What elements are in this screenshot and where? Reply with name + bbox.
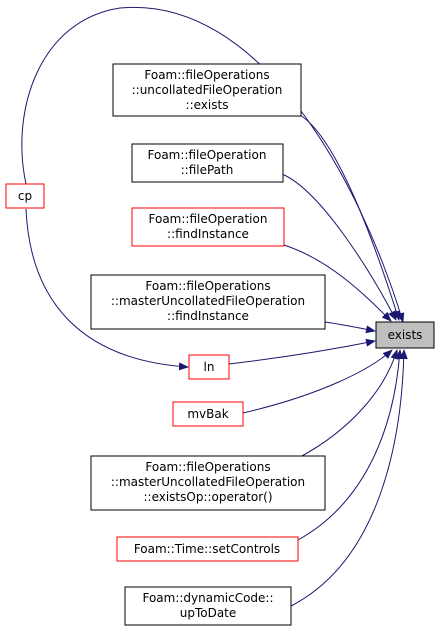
node-uptodate[interactable]: Foam::dynamicCode:: upToDate xyxy=(124,586,292,626)
node-findinstance-line-1: Foam::fileOperation xyxy=(149,212,268,226)
node-exists-label: exists xyxy=(388,328,423,342)
node-ln-label: ln xyxy=(204,360,215,374)
node-mvbak-label: mvBak xyxy=(187,407,228,421)
node-mvbak[interactable]: mvBak xyxy=(172,401,244,427)
edge-mvbak-exists xyxy=(242,349,393,414)
node-master-existsop-line-2: ::masterUncollatedFileOperation xyxy=(111,475,305,489)
edge-setcontrols-exists xyxy=(297,349,404,541)
edge-masterfind-exists xyxy=(324,321,376,334)
node-uptodate-line-2: upToDate xyxy=(180,606,237,620)
edge-uptodate-exists xyxy=(290,349,408,607)
node-uptodate-line-1: Foam::dynamicCode:: xyxy=(142,591,273,605)
node-master-existsop[interactable]: Foam::fileOperations ::masterUncollatedF… xyxy=(90,455,326,511)
node-cp-label: cp xyxy=(18,189,32,203)
node-findinstance-line-2: ::findInstance xyxy=(167,227,249,241)
node-uncollated-exists[interactable]: Foam::fileOperations ::uncollatedFileOpe… xyxy=(112,63,302,117)
edge-cp-ln xyxy=(25,208,189,371)
node-findinstance[interactable]: Foam::fileOperation ::findInstance xyxy=(131,207,285,247)
node-master-findinstance[interactable]: Foam::fileOperations ::masterUncollatedF… xyxy=(90,274,326,330)
edge-uncollated-exists xyxy=(299,114,401,321)
edge-ln-exists xyxy=(228,338,376,365)
node-master-existsop-line-3: ::existsOp::operator() xyxy=(143,490,272,504)
edge-existsop-exists xyxy=(299,349,399,458)
node-setcontrols[interactable]: Foam::Time::setControls xyxy=(116,536,299,562)
node-ln[interactable]: ln xyxy=(188,354,230,380)
node-uncollated-exists-line-2: ::uncollatedFileOperation xyxy=(132,83,283,97)
node-setcontrols-label: Foam::Time::setControls xyxy=(134,542,280,556)
node-filepath-line-1: Foam::fileOperation xyxy=(148,148,267,162)
node-master-existsop-line-1: Foam::fileOperations xyxy=(145,460,270,474)
node-exists[interactable]: exists xyxy=(375,321,435,349)
node-uncollated-exists-line-1: Foam::fileOperations xyxy=(144,68,269,82)
node-master-findinstance-line-2: ::masterUncollatedFileOperation xyxy=(111,294,305,308)
node-filepath[interactable]: Foam::fileOperation ::filePath xyxy=(131,143,284,183)
node-master-findinstance-line-3: ::findInstance xyxy=(167,309,249,323)
node-filepath-line-2: ::filePath xyxy=(181,163,234,177)
edge-findinstance-exists xyxy=(283,244,392,322)
node-master-findinstance-line-1: Foam::fileOperations xyxy=(145,279,270,293)
node-uncollated-exists-line-3: ::exists xyxy=(186,98,229,112)
node-cp[interactable]: cp xyxy=(5,183,45,209)
edge-filepath-exists xyxy=(281,173,397,321)
edges xyxy=(21,6,408,607)
